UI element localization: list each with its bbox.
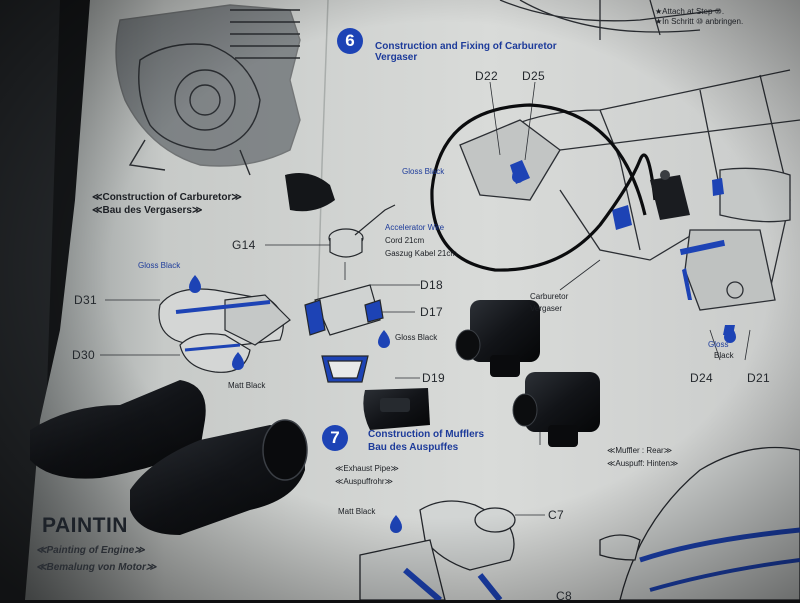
accel-wire-line3: Gaszug Kabel 21cm <box>385 249 458 258</box>
exhaust-pipe-de: ≪Auspuffrohr≫ <box>335 477 393 486</box>
gloss-black-mid: Gloss Black <box>395 333 438 342</box>
gloss-black-left: Gloss Black <box>138 261 181 270</box>
muffler-rear-en: ≪Muffler : Rear≫ <box>607 446 673 455</box>
part-d19: D19 <box>422 371 445 385</box>
matt-black-mid: Matt Black <box>228 381 266 390</box>
accel-wire-line1: Accelerator Wire <box>385 223 445 232</box>
part-d25: D25 <box>522 69 545 83</box>
part-d30: D30 <box>72 348 95 362</box>
step-6-title-de: Vergaser <box>375 52 418 63</box>
step-7-title-de: Bau des Auspuffes <box>368 442 459 453</box>
carb-section-title-en: ≪Construction of Carburetor≫ <box>92 192 242 203</box>
carburetor-label-en: Carburetor <box>530 292 569 301</box>
carburetor-label-de: Vergaser <box>530 304 563 313</box>
part-d22: D22 <box>475 69 498 83</box>
painting-sub-en: ≪Painting of Engine≫ <box>36 545 145 556</box>
part-d24: D24 <box>690 371 713 385</box>
part-g14: G14 <box>232 238 256 252</box>
part-c7: C7 <box>548 508 564 522</box>
part-d18: D18 <box>420 278 443 292</box>
matt-black-bottom: Matt Black <box>338 507 376 516</box>
painting-title: PAINTIN <box>42 514 128 537</box>
exhaust-pipe-en: ≪Exhaust Pipe≫ <box>335 464 399 473</box>
gloss-label-right: Gloss <box>708 340 729 349</box>
gloss-black-top: Gloss Black <box>402 167 445 176</box>
part-d21: D21 <box>747 371 770 385</box>
part-d31: D31 <box>74 293 97 307</box>
part-c8: C8 <box>556 589 572 603</box>
step-6-badge: 6 <box>337 28 363 54</box>
attach-note-en: ★Attach at Step ⑩. <box>655 7 725 16</box>
step-7-badge: 7 <box>322 425 348 451</box>
muffler-rear-de: ≪Auspuff: Hinten≫ <box>607 459 679 468</box>
part-d17: D17 <box>420 305 443 319</box>
attach-note-de: ★In Schritt ⑩ anbringen. <box>655 17 744 26</box>
accel-wire-line2: Cord 21cm <box>385 236 425 245</box>
step-6-title-en: Construction and Fixing of Carburetor <box>375 41 557 52</box>
carb-section-title-de: ≪Bau des Vergasers≫ <box>92 205 203 216</box>
black-label-right: Black <box>714 351 734 360</box>
painting-sub-de: ≪Bemalung von Motor≫ <box>36 562 157 573</box>
step-7-title-en: Construction of Mufflers <box>368 429 485 440</box>
